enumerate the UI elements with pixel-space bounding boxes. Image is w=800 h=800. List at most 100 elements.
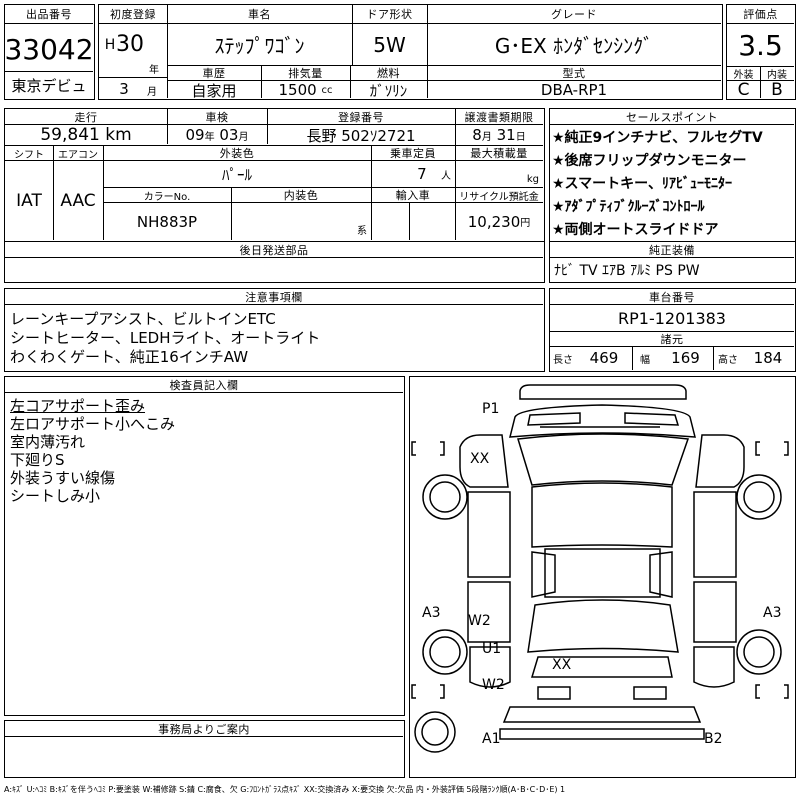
- transfer-month: 8: [472, 126, 482, 144]
- damage-mark: A3: [763, 605, 781, 621]
- first-reg-label: 初度登録: [110, 8, 156, 21]
- damage-mark: W2: [468, 613, 491, 629]
- history-label: 車歴: [202, 66, 226, 80]
- damage-mark: B2: [704, 731, 723, 747]
- inspection-month-unit: 月: [238, 131, 249, 143]
- inspection-year-unit: 年: [204, 131, 215, 143]
- note-line: レーンキープアシスト、ビルトインETC: [10, 310, 276, 328]
- notes-label: 注意事項欄: [245, 290, 303, 304]
- equipment-box: 純正装備 ﾅﾋﾞ TV ｴｱB ｱﾙﾐ PS PW: [549, 241, 796, 283]
- exterior-color: ﾊﾟｰﾙ: [221, 165, 252, 184]
- inspector-line: 外装うすい線傷: [10, 469, 116, 487]
- chassis-number: RP1-1201383: [618, 308, 726, 328]
- capacity-unit: 人: [441, 170, 451, 182]
- mileage-label: 走行: [74, 110, 98, 124]
- capacity: 7 人: [371, 161, 455, 187]
- mileage-unit: km: [105, 125, 132, 145]
- length-value: 469: [589, 349, 619, 367]
- displacement-label: 排気量: [288, 66, 323, 80]
- lot-box: 出品番号 33042 東京デビュ: [4, 4, 95, 100]
- later-parts-label: 後日発送部品: [239, 243, 309, 257]
- rating-score: 3.5: [738, 28, 783, 62]
- damage-mark: U1: [482, 641, 501, 657]
- max-load-label: 最大積載量: [470, 147, 528, 160]
- sales-points-box: セールスポイント ★純正9インチナビ、フルセグTV ★後席フリップダウンモニター…: [549, 108, 796, 242]
- door-type: 5W: [373, 32, 406, 57]
- first-reg-year: 30: [116, 31, 144, 57]
- model-label: 型式: [562, 66, 586, 80]
- note-line: シートヒーター、LEDHライト、オートライト: [10, 329, 321, 347]
- notes-box: 注意事項欄 レーンキープアシスト、ビルトインETC シートヒーター、LEDHライ…: [4, 288, 545, 372]
- damage-mark: A3: [422, 605, 440, 621]
- sales-point: ★純正9インチナビ、フルセグTV: [552, 130, 763, 146]
- displacement: 1500 cc: [261, 81, 350, 99]
- office-box: 事務局よりご案内: [4, 720, 405, 778]
- transfer-day-unit: 日: [515, 131, 526, 143]
- note-line: わくわくゲート、純正16インチAW: [10, 348, 249, 366]
- transfer-label: 譲渡書類期限: [464, 110, 534, 124]
- inspector-line: 室内薄汚れ: [10, 433, 86, 451]
- height-label: 高さ: [718, 354, 738, 366]
- chassis-box: 車台番号 RP1-1201383 諸元 長さ 469 幅 169 高さ 184: [549, 288, 796, 372]
- model: DBA-RP1: [540, 81, 608, 99]
- debut-label: 東京デビュ: [11, 76, 87, 95]
- history: 自家用: [191, 81, 237, 100]
- mileage: 59,841 km: [5, 125, 167, 145]
- int-rating-label: 内装: [767, 69, 787, 81]
- equipment-list: ﾅﾋﾞ TV ｴｱB ｱﾙﾐ PS PW: [554, 263, 700, 279]
- shift-label: シフト: [14, 149, 44, 161]
- first-reg-month: 3: [119, 80, 129, 98]
- lot-label: 出品番号: [26, 8, 72, 21]
- inspector-line: 下廻りS: [10, 451, 65, 469]
- length-label: 長さ: [553, 354, 573, 366]
- inspector-line: 左コアサポート歪み: [10, 397, 146, 415]
- max-load-unit: kg: [526, 173, 539, 185]
- transfer-month-unit: 月: [481, 131, 492, 143]
- vehicle-info-box: 初度登録 車名 ドア形状 グレード H 30 年 3 月 ｽﾃｯﾌﾟﾜｺﾞﾝ 5…: [98, 4, 723, 100]
- inspector-line: 左ロアサポート小へこみ: [10, 415, 176, 433]
- damage-mark: A1: [482, 731, 500, 747]
- inspector-box: 検査員記入欄 左コアサポート歪み 左ロアサポート小へこみ 室内薄汚れ 下廻りS …: [4, 376, 405, 716]
- color-no-label: カラーNo.: [143, 191, 191, 203]
- equipment-label: 純正装備: [649, 243, 695, 257]
- plate-label: 登録番号: [338, 110, 384, 124]
- color-no: NH883P: [136, 212, 198, 231]
- grade: G･EX ﾎﾝﾀﾞｾﾝｼﾝｸﾞ: [494, 34, 654, 58]
- car-diagram-box: P1 XX A3 W2 U1 W2 XX A3 A1 B2: [409, 376, 796, 778]
- inspection-year: 09: [185, 126, 205, 144]
- inspection-label: 車検: [205, 110, 229, 124]
- year-unit: 年: [149, 64, 159, 76]
- int-rating: B: [771, 81, 783, 99]
- era: H: [104, 37, 116, 53]
- car-name: ｽﾃｯﾌﾟﾜｺﾞﾝ: [214, 34, 305, 58]
- grade-label: グレード: [551, 8, 597, 21]
- capacity-label: 乗車定員: [390, 147, 436, 160]
- interior-color-suffix: 系: [357, 225, 367, 237]
- plate-number: 長野 502ｿ2721: [306, 126, 416, 145]
- rating-box: 評価点 3.5 外装 内装 C B: [726, 4, 796, 100]
- door-label: ドア形状: [366, 8, 413, 21]
- ext-rating: C: [737, 81, 750, 99]
- aircon: AAC: [60, 190, 96, 211]
- recycle-value: 10,230: [467, 212, 521, 231]
- dimensions-label: 諸元: [660, 333, 684, 346]
- displacement-unit: cc: [321, 84, 333, 96]
- sales-point: ★ｱﾀﾞﾌﾟﾃｨﾌﾞｸﾙｰｽﾞｺﾝﾄﾛｰﾙ: [552, 199, 705, 215]
- shift: IAT: [16, 190, 42, 211]
- chassis-label: 車台番号: [649, 290, 695, 304]
- width-value: 169: [671, 349, 700, 367]
- lot-number: 33042: [5, 32, 93, 66]
- sales-points-label: セールスポイント: [626, 110, 718, 124]
- mileage-value: 59,841: [40, 125, 100, 145]
- recycle-label: リサイクル預託金: [459, 191, 539, 203]
- inspector-line: シートしみ小: [10, 487, 101, 505]
- ext-rating-label: 外装: [733, 69, 754, 81]
- inspector-label: 検査員記入欄: [169, 378, 239, 392]
- height-value: 184: [753, 349, 783, 367]
- exterior-color-label: 外装色: [219, 147, 255, 160]
- damage-mark: XX: [552, 657, 572, 673]
- later-parts-box: 後日発送部品: [4, 241, 545, 283]
